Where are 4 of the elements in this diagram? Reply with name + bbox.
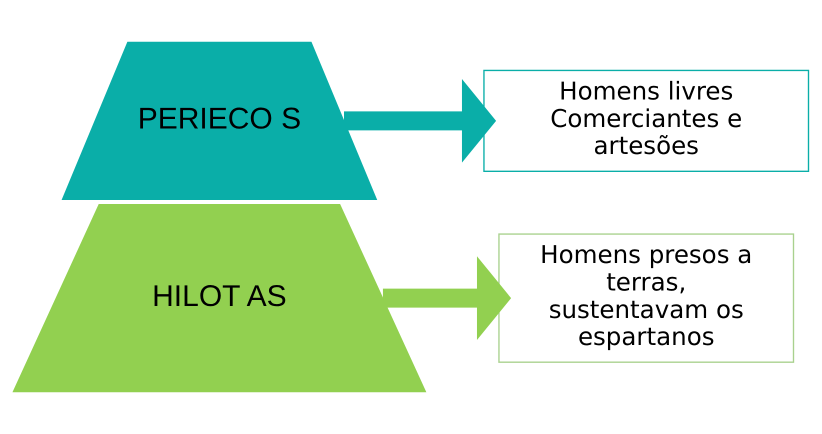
node-box: Homens livres Comerciantes e artesões — [483, 70, 810, 172]
node-box: Homens presos a terras, sustentavam os espartanos — [498, 233, 794, 363]
arrow — [344, 79, 496, 163]
arrow — [382, 256, 512, 340]
